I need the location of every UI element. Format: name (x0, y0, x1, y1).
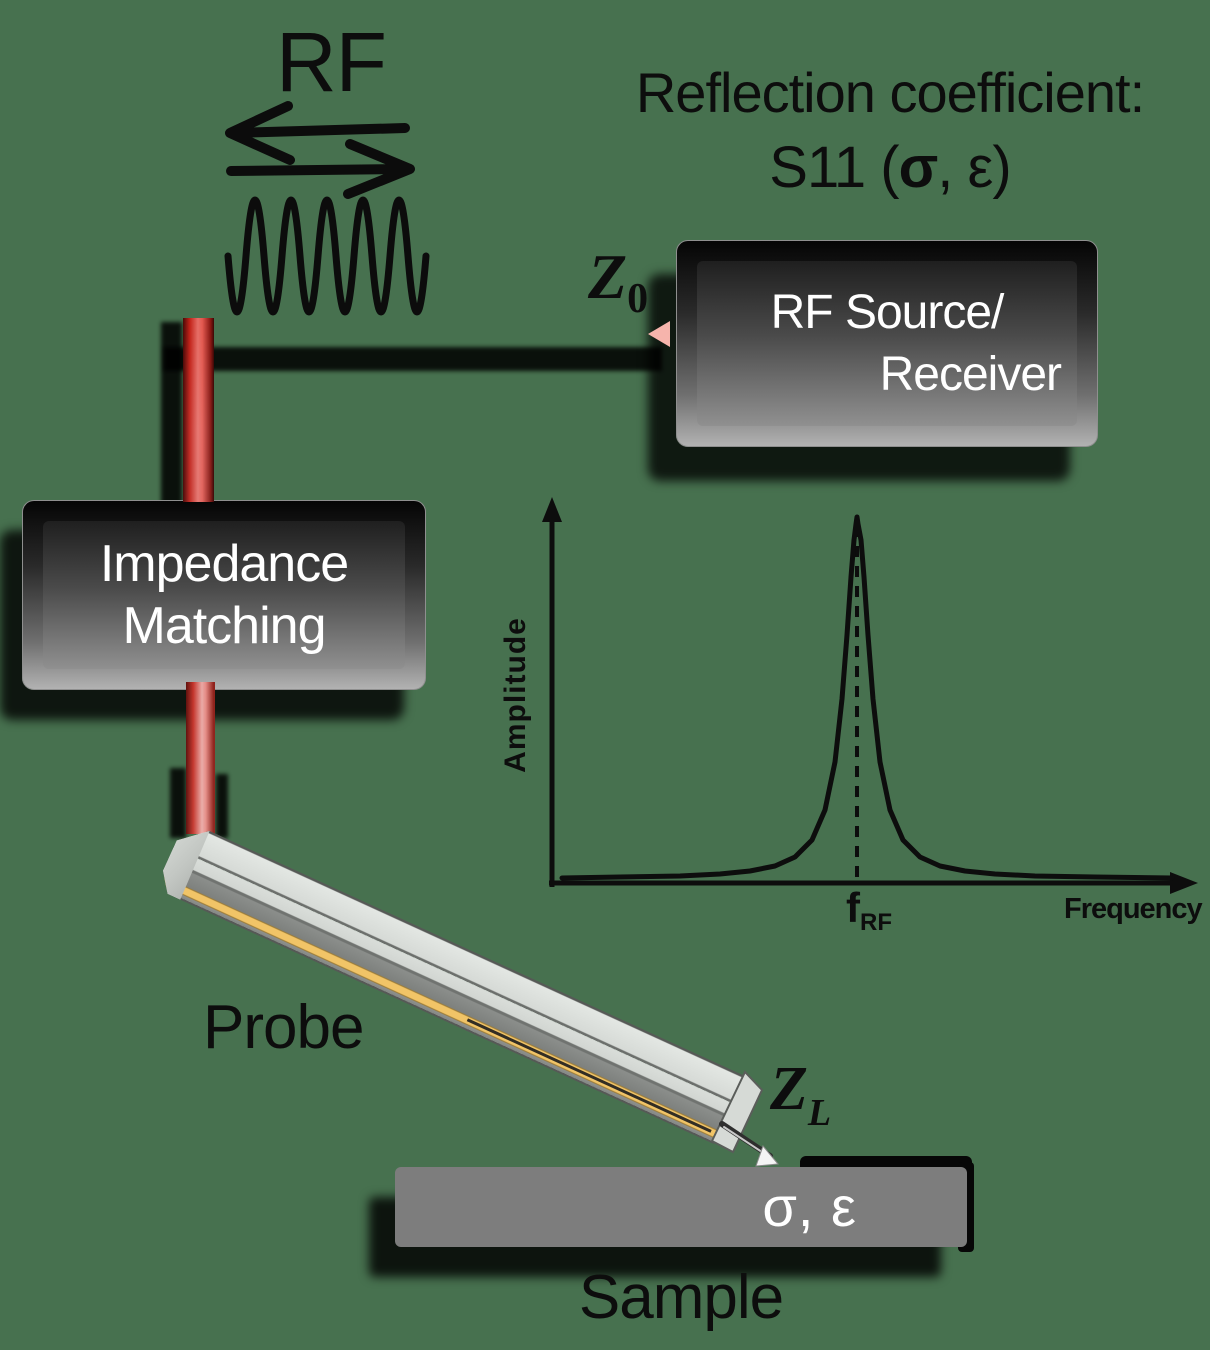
probe-tip-group (710, 1070, 779, 1167)
frf-base: f (846, 884, 860, 931)
line-shadow-vertical-upper (161, 322, 182, 506)
rf-label: RF (276, 15, 387, 109)
resonance-curve (559, 514, 1175, 881)
transmission-line-vertical-upper (183, 318, 214, 502)
z0-subscript: 0 (627, 276, 649, 322)
epsilon-symbol: ε (967, 135, 994, 200)
rf-arrow-right (226, 139, 415, 199)
frequency-axis-label: Frequency (1064, 893, 1203, 925)
sample-label: Sample (578, 1263, 784, 1332)
line-shadow-vertical-lower-left (170, 768, 186, 838)
sample-bar: σ, ε (395, 1167, 967, 1247)
transmission-line-vertical-lower (186, 682, 215, 834)
resonance-plot (542, 497, 1198, 894)
line-into-box-arrowhead (648, 321, 670, 347)
rf-bidirectional-arrows (225, 101, 415, 199)
sigma-symbol: σ (898, 135, 939, 200)
rf-arrow-left (225, 101, 410, 165)
frf-tick-label: fRF (846, 884, 892, 937)
zl-symbol: Z (770, 1055, 808, 1123)
rf-source-receiver-box: RF Source/ Receiver (676, 240, 1098, 447)
y-axis-arrowhead (542, 497, 562, 522)
rf-sine-wave-icon (224, 196, 430, 316)
line-shadow-horizontal (164, 347, 662, 371)
rf-source-box-line2: Receiver (879, 347, 1062, 401)
impedance-box-line2: Matching (122, 597, 327, 655)
z0-symbol: Z (588, 241, 628, 312)
comma: , (937, 135, 968, 200)
probe-needle-white-tip (755, 1145, 779, 1167)
impedance-matching-face: Impedance Matching (43, 521, 405, 669)
probe-label: Probe (203, 993, 364, 1062)
s11-prefix: S11 ( (769, 135, 899, 200)
x-axis-arrowhead (1170, 872, 1198, 894)
zl-label: ZL (770, 1054, 831, 1135)
rf-source-box-line1: RF Source/ (770, 285, 1005, 339)
reflection-title-line2: S11 (σ, ε) (588, 134, 1192, 201)
frf-subscript: RF (860, 909, 892, 936)
rf-source-receiver-face: RF Source/ Receiver (697, 261, 1077, 426)
probe-end-face (710, 1070, 764, 1154)
z0-label: Z0 (588, 240, 648, 323)
reflection-title-line1: Reflection coefficient: (635, 61, 1145, 124)
impedance-matching-box: Impedance Matching (22, 500, 426, 690)
impedance-box-line1: Impedance (99, 535, 349, 593)
close-paren: ) (992, 135, 1011, 200)
line-shadow-vertical-lower-right (216, 774, 228, 838)
zl-subscript: L (807, 1092, 832, 1134)
sample-surface-label: σ, ε (762, 1175, 857, 1238)
